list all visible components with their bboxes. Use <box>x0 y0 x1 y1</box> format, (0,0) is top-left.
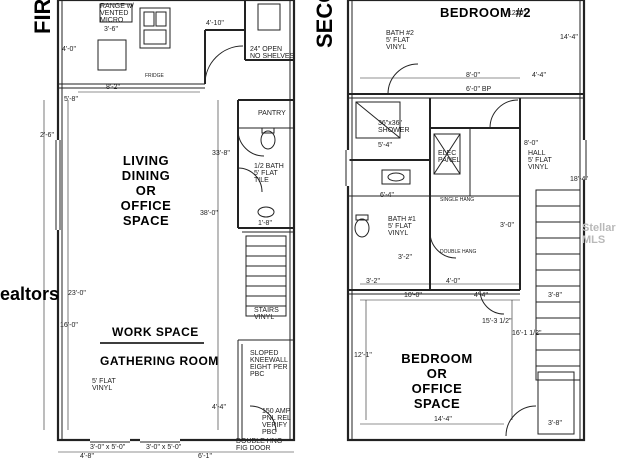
dim-3-2b: 3'-2" <box>366 278 380 285</box>
second-floor-walls <box>345 0 587 442</box>
dim-18-4: 18'-4" <box>570 176 588 183</box>
living-word: LIVING <box>122 153 170 168</box>
dim-windows-1: 3'-0" x 5'-0" <box>90 444 126 451</box>
dim-3-2: 3'-2" <box>398 254 412 261</box>
bedroom-or-line: BEDROOM OR <box>401 351 473 381</box>
dim-3-6: 3'-6" <box>104 26 118 33</box>
dim-14-4-bottom: 14'-4" <box>434 416 452 423</box>
second-floor-heading: SECON <box>312 0 337 48</box>
dim-16-1: 16'-1 1/2" <box>512 330 542 337</box>
living-room-label: LIVING DINING OR OFFICE SPACE <box>114 153 178 229</box>
dim-2-6: 2'-6" <box>40 132 54 139</box>
dim-3-8: 3'-8" <box>548 292 562 299</box>
fridge-note: FRIDGE <box>145 73 164 79</box>
bedroom-2-label: BEDROOM #2 <box>440 5 531 20</box>
dim-windows-2: 3'-0" x 5'-0" <box>146 444 182 451</box>
dim-4-0-b: 4'-0" <box>446 278 460 285</box>
space-word: SPACE <box>122 212 170 228</box>
office-space-line: OFFICE SPACE <box>411 380 463 411</box>
single-hang-note: SINGLE HANG <box>440 197 475 203</box>
dim-4-4-top: 4'-4" <box>532 72 546 79</box>
double-hang-note: DOUBLE HANG <box>440 249 477 255</box>
dim-6-1: 6'-1" <box>198 453 212 460</box>
dim-6-4: 6'-4" <box>380 192 394 199</box>
dim-8-0-top: 8'-0" <box>466 72 480 79</box>
dim-10-0: 10'-0" <box>404 292 422 299</box>
dim-14-4-top: 14'-4" <box>560 34 578 41</box>
bedroom-office-label: BEDROOM OR OFFICE SPACE <box>392 351 482 412</box>
dim-4-10: 4'-10" <box>206 20 224 27</box>
office-word: OFFICE <box>120 197 172 213</box>
or-word: OR <box>135 182 157 198</box>
dim-12-1: 12'-1" <box>354 352 372 359</box>
dim-12-0: 12'-0" <box>508 10 526 17</box>
dim-4-0: 4'-0" <box>62 46 76 53</box>
bp-note: 6'-0" BP <box>466 86 492 93</box>
dim-4-8: 4'-8" <box>80 453 94 460</box>
realtors-watermark: ealtors <box>0 284 60 304</box>
dim-8-2: 8'-2" <box>106 84 120 91</box>
shower-note: 36"x36"SHOWER <box>378 120 410 134</box>
dim-5-4: 5'-4" <box>378 142 392 149</box>
first-floor-heading: FIRS <box>30 0 55 34</box>
gathering-room-label: GATHERING ROOM <box>100 354 219 368</box>
stellar-mls-watermark: Stellar MLS <box>582 222 616 246</box>
dim-33-8: 33'-8" <box>212 150 230 157</box>
dim-1-8: 1'-8" <box>258 220 272 227</box>
work-space-label: WORK SPACE <box>112 325 199 339</box>
dim-3-8-bottom: 3'-8" <box>548 420 562 427</box>
dining-word: DINING <box>121 167 171 183</box>
first-floor-walls <box>43 0 296 453</box>
dim-23-0: 23'-0" <box>68 290 86 297</box>
dim-15-3: 15'-3 1/2" <box>482 318 512 325</box>
pantry-note: PANTRY <box>258 110 286 117</box>
dim-16-0: 16'-0" <box>60 322 78 329</box>
dim-5-8: 5'-8" <box>64 96 78 103</box>
dim-38-0: 38'-0" <box>200 210 218 217</box>
dim-3-0: 3'-0" <box>500 222 514 229</box>
dim-4-4: 4'-4" <box>212 404 226 411</box>
dim-8-0-mid: 8'-0" <box>524 140 538 147</box>
dim-4-4-b: 4'-4" <box>474 292 488 299</box>
